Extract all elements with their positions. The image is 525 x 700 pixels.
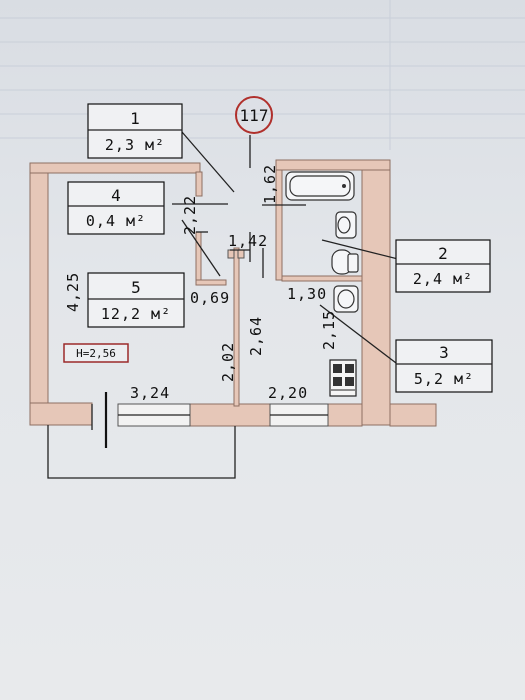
- leader-lines: [172, 131, 411, 367]
- room-4-number: 4: [111, 186, 121, 205]
- wall-bottom-left: [29, 402, 93, 426]
- room-3-area: 5,2 м²: [414, 370, 474, 388]
- dim-2-02: 2,02: [219, 342, 237, 382]
- dim-2-15: 2,15: [320, 310, 338, 350]
- ruled-background: [0, 0, 525, 150]
- room-label-4: 4 0,4 м²: [67, 181, 165, 235]
- apartment-number: 117: [240, 106, 269, 125]
- apartment-stamp: [235, 96, 273, 134]
- dim-3-24: 3,24: [130, 384, 170, 402]
- wall-bottom-far-right: [389, 403, 437, 427]
- dim-2-20: 2,20: [268, 384, 308, 402]
- room-2-area: 2,4 м²: [413, 270, 473, 288]
- wall-bottom-right: [327, 403, 363, 427]
- wall-left: [29, 172, 49, 414]
- partition-closet-bottom: [195, 279, 227, 286]
- room-label-3: 3 5,2 м²: [395, 339, 493, 393]
- dim-1-62: 1,62: [261, 164, 279, 204]
- dim-4-25: 4,25: [64, 272, 82, 312]
- partition-kitchen: [233, 247, 240, 407]
- balcony-outline: [47, 425, 236, 479]
- room-5-area: 12,2 м²: [101, 305, 171, 323]
- room-label-5: 5 12,2 м²: [87, 272, 185, 328]
- leader-room-1: [181, 131, 235, 193]
- dim-0-69: 0,69: [190, 289, 230, 307]
- dimension-labels: 2,22 1,62 1,42 4,25 0,69 1,30 2,64 2,15 …: [64, 164, 338, 402]
- fixtures: [285, 171, 359, 397]
- leader-room-2: [321, 239, 411, 263]
- partition-bath: [275, 169, 283, 281]
- room-label-1: 1 2,3 м²: [87, 103, 183, 159]
- height-label: H=2,56: [63, 343, 129, 363]
- room-2-number: 2: [438, 244, 448, 263]
- wall-bottom-mid: [189, 403, 271, 427]
- wall-right: [361, 169, 391, 426]
- partition-closet-top: [195, 171, 203, 197]
- room-5-number: 5: [131, 278, 141, 297]
- room-4-area: 0,4 м²: [86, 212, 146, 230]
- room-1-area: 2,3 м²: [105, 136, 165, 154]
- dim-1-30: 1,30: [287, 285, 327, 303]
- wall-top-right: [275, 159, 391, 171]
- room-1-number: 1: [130, 109, 140, 128]
- dim-2-22: 2,22: [181, 195, 199, 235]
- wall-top-left: [29, 162, 201, 174]
- room-label-2: 2 2,4 м²: [395, 239, 491, 293]
- partition-closet-left: [195, 231, 202, 285]
- ceiling-height: H=2,56: [76, 347, 116, 360]
- dim-2-64: 2,64: [247, 316, 265, 356]
- dim-1-42: 1,42: [228, 232, 268, 250]
- partition-bath-bottom: [281, 275, 363, 282]
- room-3-number: 3: [439, 343, 449, 362]
- openings: [47, 231, 329, 479]
- leader-room-3: [319, 304, 401, 367]
